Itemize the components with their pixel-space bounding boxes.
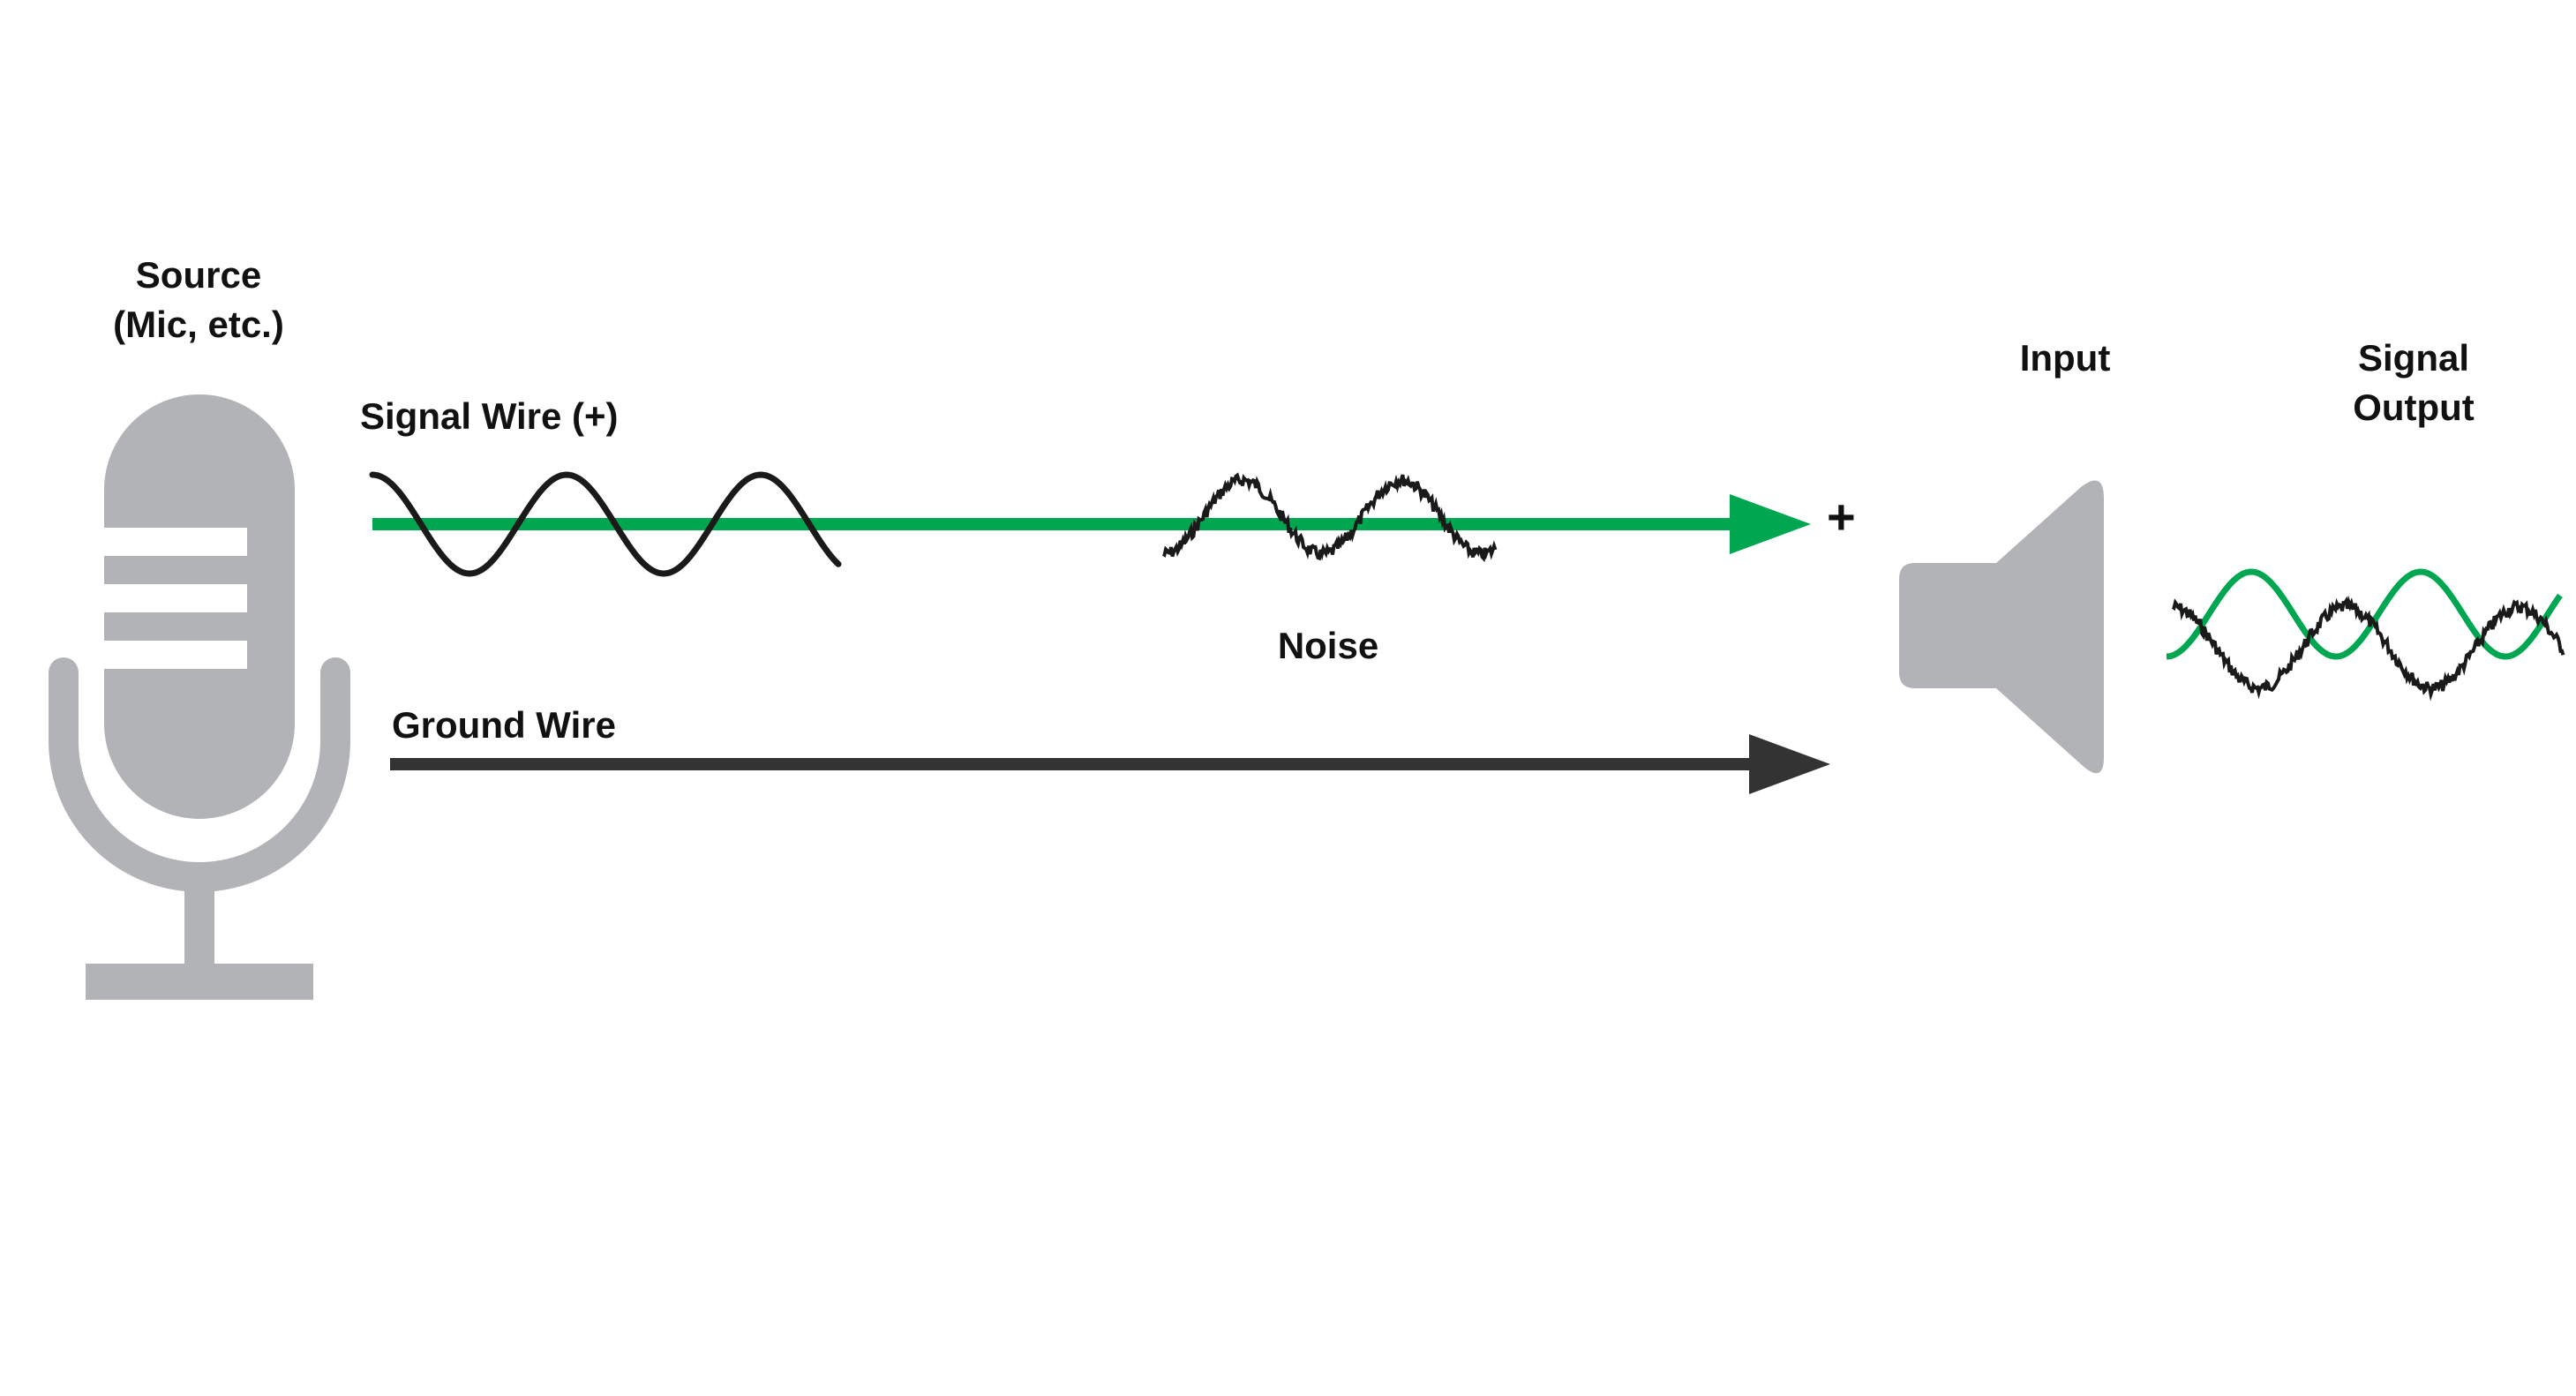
ground-wire-label: Ground Wire: [392, 704, 616, 746]
output-signal-wave: [2166, 568, 2563, 660]
input-label: Input: [2019, 337, 2111, 379]
noise-wave: [1161, 472, 1498, 563]
source-signal-wave: [369, 471, 842, 577]
speaker-icon: [1899, 480, 2104, 774]
output-noise-wave: [2171, 595, 2565, 702]
signal-output-label-line1: Signal: [2357, 337, 2470, 379]
signal-output-label: Signal Output: [2312, 334, 2515, 432]
signal-wire-label: Signal Wire (+): [360, 395, 619, 437]
microphone-icon: [49, 394, 350, 1000]
source-label-line1: Source: [135, 254, 262, 296]
signal-output-label-line2: Output: [2353, 387, 2475, 428]
noise-label: Noise: [1277, 625, 1379, 666]
ground-wire: [390, 734, 1830, 794]
signal-wire: [372, 494, 1811, 554]
source-label-line2: (Mic, etc.): [113, 304, 284, 345]
plus-sign: +: [1827, 489, 1856, 544]
source-label: Source (Mic, etc.): [71, 251, 327, 349]
